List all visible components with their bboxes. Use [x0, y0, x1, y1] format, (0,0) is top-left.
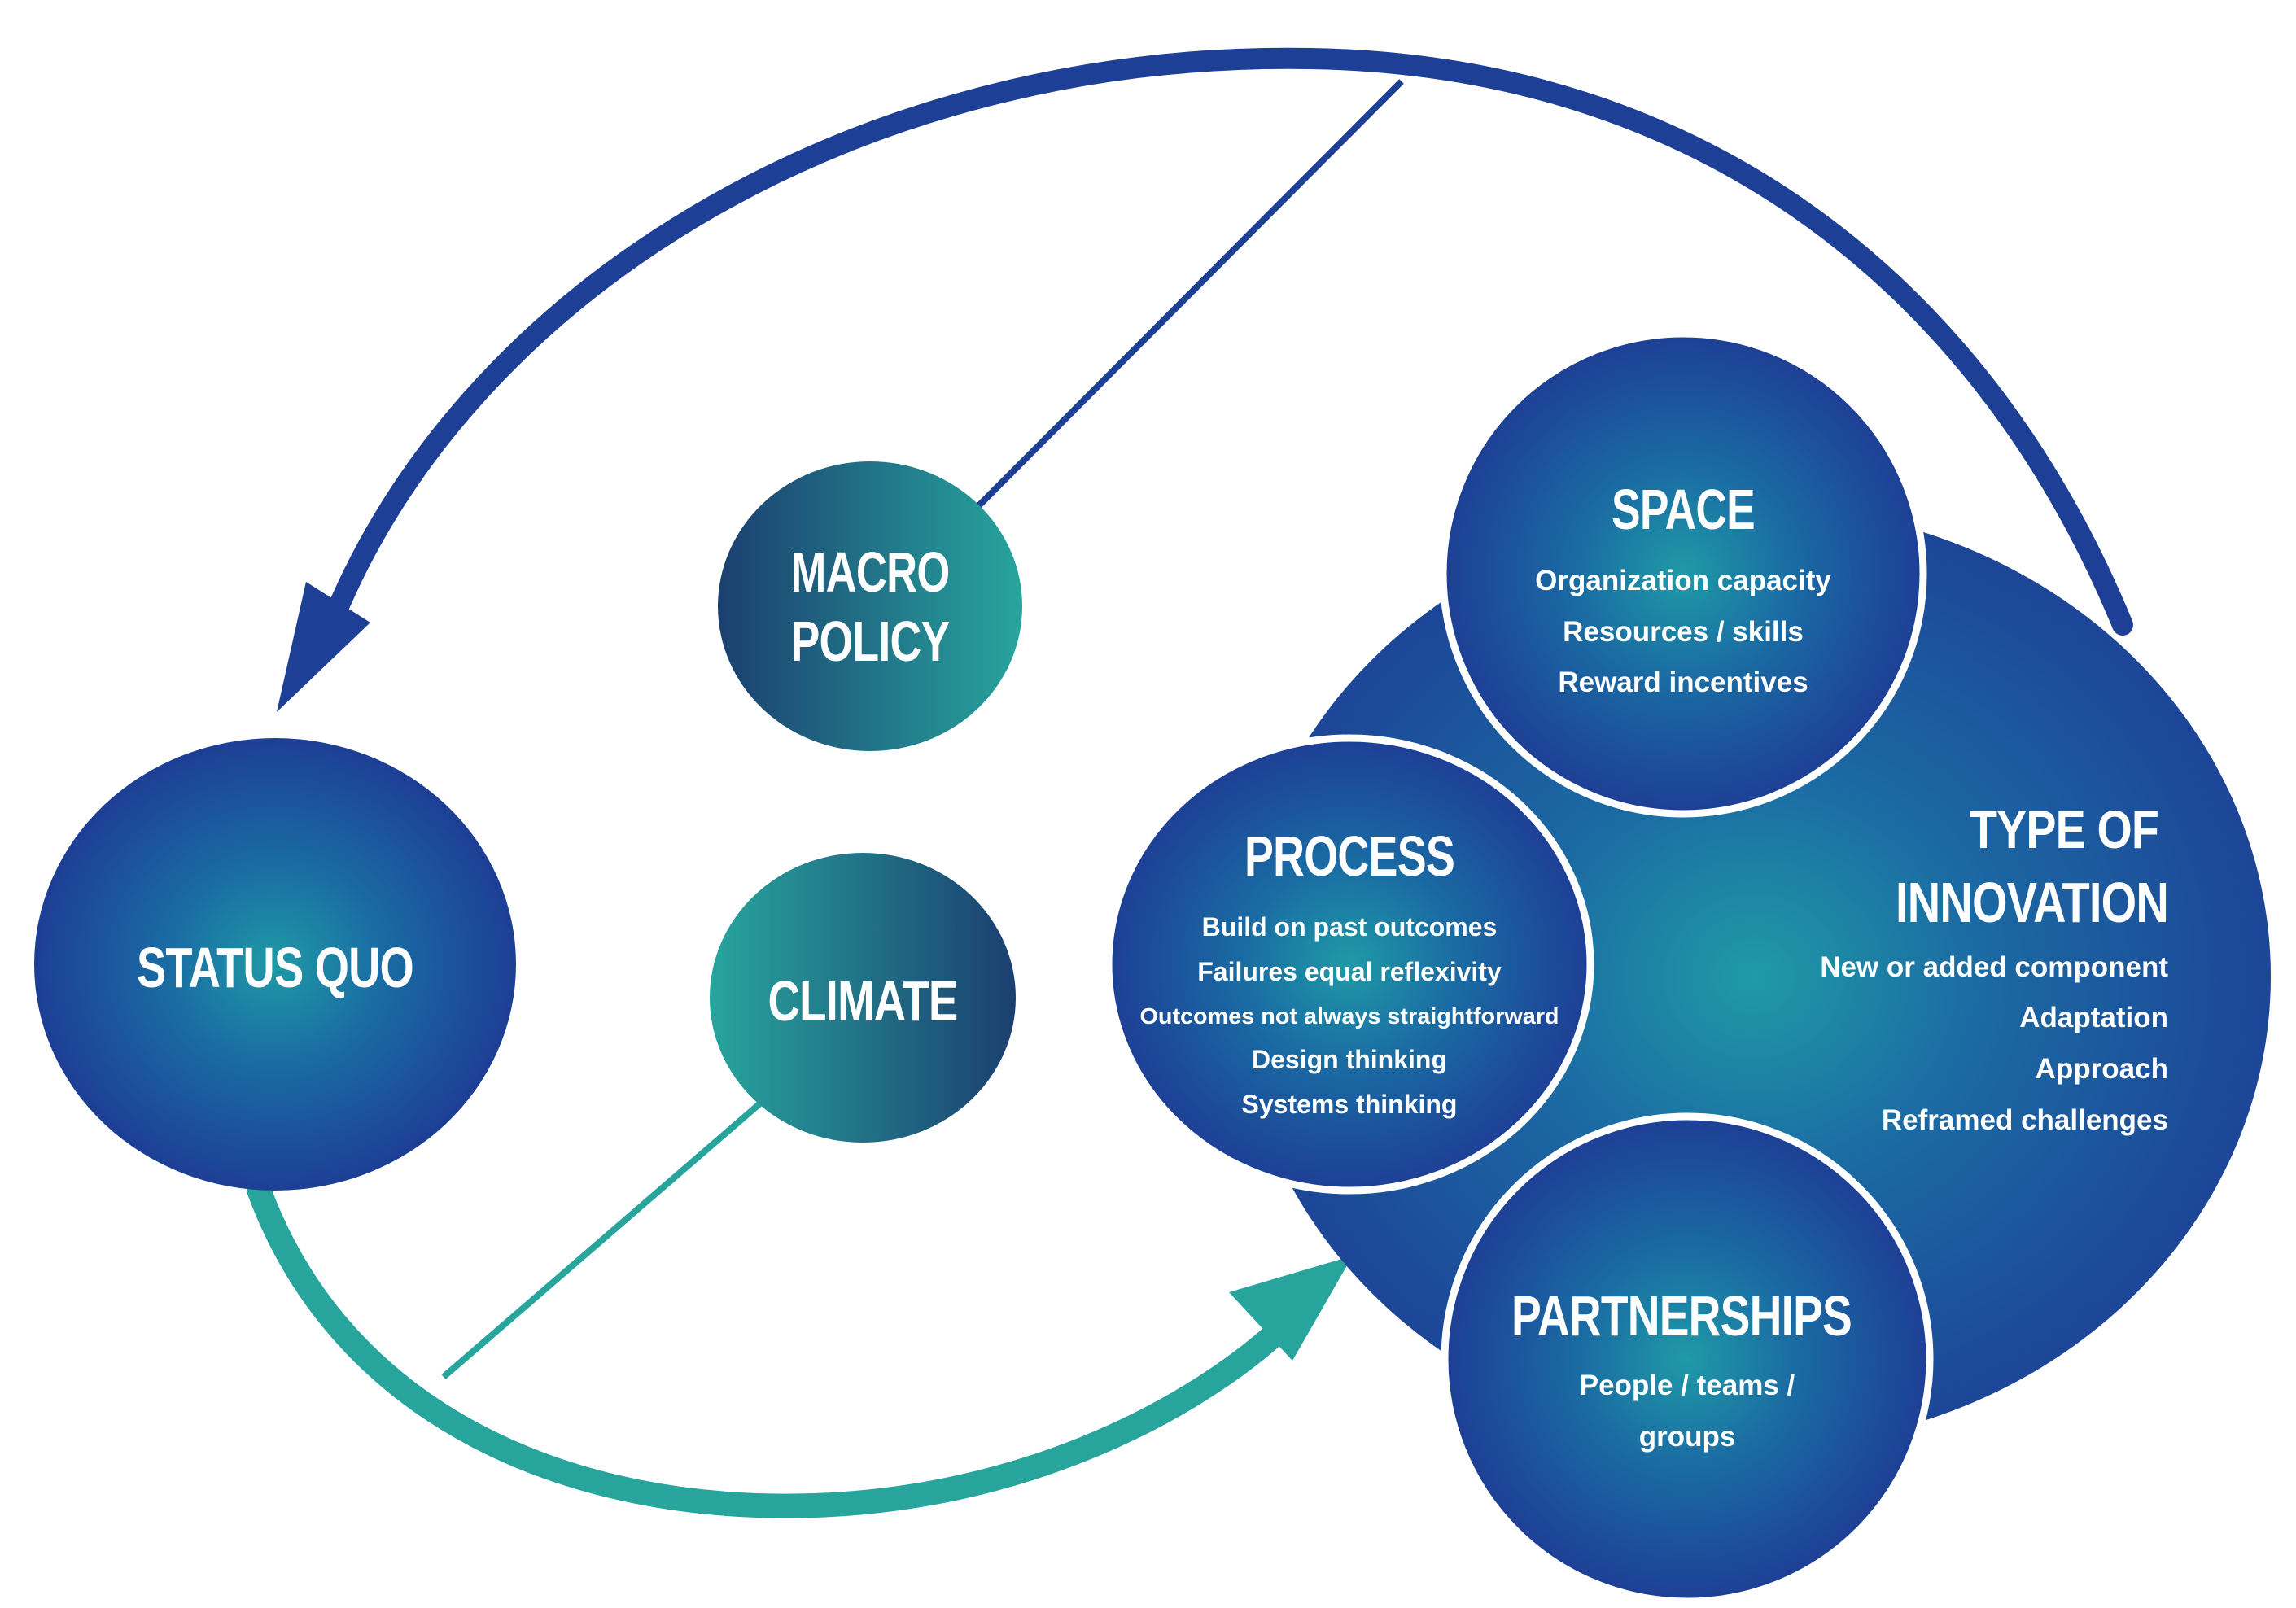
- macro-policy-connector: [974, 79, 1404, 510]
- type-of-innovation-title-line2: INNOVATION: [1896, 871, 2168, 934]
- type-of-innovation-item: Approach: [2036, 1053, 2168, 1085]
- space-item: Reward incentives: [1558, 666, 1808, 698]
- process-item: Build on past outcomes: [1202, 912, 1498, 942]
- climate-connector: [441, 1099, 763, 1380]
- process-item: Design thinking: [1252, 1045, 1447, 1074]
- climate-title: CLIMATE: [768, 969, 958, 1033]
- macro-policy-node: MACRO POLICY: [718, 461, 1022, 751]
- type-of-innovation-item: Reframed challenges: [1882, 1104, 2168, 1136]
- process-item: Failures equal reflexivity: [1197, 957, 1502, 986]
- macro-policy-title-line1: MACRO: [791, 540, 950, 604]
- climate-node: CLIMATE: [710, 853, 1016, 1143]
- progress-arrowhead: [1229, 1256, 1353, 1361]
- space-title: SPACE: [1612, 478, 1755, 541]
- type-of-innovation-item: Adaptation: [2019, 1002, 2168, 1033]
- feedback-arrowhead: [277, 582, 370, 712]
- space-item: Resources / skills: [1563, 616, 1804, 648]
- macro-policy-title-line2: POLICY: [791, 610, 950, 673]
- status-quo-node: STATUS QUO: [34, 738, 516, 1191]
- space-item: Organization capacity: [1535, 565, 1831, 596]
- partnerships-node: PARTNERSHIPS People / teams / groups: [1441, 1112, 1934, 1606]
- partnerships-title: PARTNERSHIPS: [1511, 1284, 1852, 1348]
- process-title: PROCESS: [1244, 824, 1454, 888]
- feedback-arc: [315, 47, 2133, 649]
- space-node: SPACE Organization capacity Resources / …: [1439, 330, 1927, 818]
- process-item: Systems thinking: [1242, 1090, 1458, 1119]
- process-node: PROCESS Build on past outcomes Failures …: [1104, 734, 1594, 1195]
- progress-arc: [247, 1178, 1282, 1518]
- partnerships-item: People / teams /: [1580, 1370, 1795, 1401]
- process-item: Outcomes not always straightforward: [1140, 1003, 1559, 1029]
- partnerships-item: groups: [1639, 1421, 1736, 1453]
- type-of-innovation-title-line1: TYPE OF: [1970, 799, 2158, 859]
- type-of-innovation-item: New or added component: [1820, 951, 2168, 983]
- status-quo-title: STATUS QUO: [137, 936, 413, 999]
